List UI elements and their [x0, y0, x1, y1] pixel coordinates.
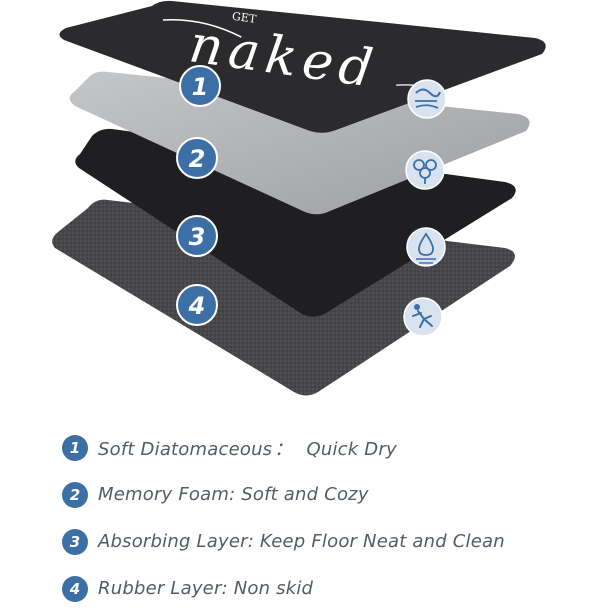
- legend-layer-name: Absorbing Layer: [98, 531, 248, 552]
- wind-wave-icon: [407, 79, 447, 119]
- legend-number-badge: 2: [62, 481, 88, 508]
- legend-layer-desc: Keep Floor Neat and Clean: [259, 531, 505, 552]
- legend-number-badge: 1: [62, 434, 88, 461]
- legend-separator: :: [221, 578, 228, 599]
- brand-small-text: GET: [231, 10, 257, 26]
- layer-badge-2: 2: [176, 137, 218, 179]
- legend-item-1: 1 Soft Diatomaceous： Quick Dry: [62, 424, 582, 471]
- layer-legend: 1 Soft Diatomaceous： Quick Dry 2 Memory F…: [62, 424, 582, 612]
- legend-layer-desc: Soft and Cozy: [241, 484, 369, 505]
- layer-badge-3: 3: [176, 215, 218, 257]
- legend-separator: ：: [274, 438, 293, 460]
- layer-badge-4: 4: [176, 284, 218, 326]
- slip-figure-icon: [403, 297, 443, 337]
- legend-layer-name: Rubber Layer: [98, 578, 222, 599]
- legend-number-badge: 4: [62, 575, 88, 602]
- water-drop-icon: [406, 227, 446, 267]
- layer-diagram: GET naked 1 2 3 4: [52, 0, 546, 396]
- legend-separator: :: [247, 531, 254, 552]
- svg-text:3: 3: [189, 223, 206, 251]
- svg-text:4: 4: [188, 292, 206, 320]
- legend-item-3: 3 Absorbing Layer: Keep Floor Neat and C…: [62, 518, 582, 565]
- legend-item-4: 4 Rubber Layer: Non skid: [62, 565, 582, 612]
- cotton-flower-icon: [405, 150, 445, 190]
- svg-text:2: 2: [189, 145, 206, 173]
- diatomaceous-layer: [59, 0, 546, 133]
- legend-layer-name: Memory Foam: [98, 484, 230, 505]
- legend-separator: :: [229, 484, 236, 505]
- legend-number-badge: 3: [62, 528, 88, 555]
- svg-text:1: 1: [192, 73, 209, 101]
- legend-item-2: 2 Memory Foam: Soft and Cozy: [62, 471, 582, 518]
- layer-badge-1: 1: [179, 65, 221, 107]
- legend-layer-desc: Quick Dry: [306, 438, 397, 460]
- legend-layer-desc: Non skid: [233, 578, 314, 599]
- legend-layer-name: Soft Diatomaceous: [98, 438, 273, 460]
